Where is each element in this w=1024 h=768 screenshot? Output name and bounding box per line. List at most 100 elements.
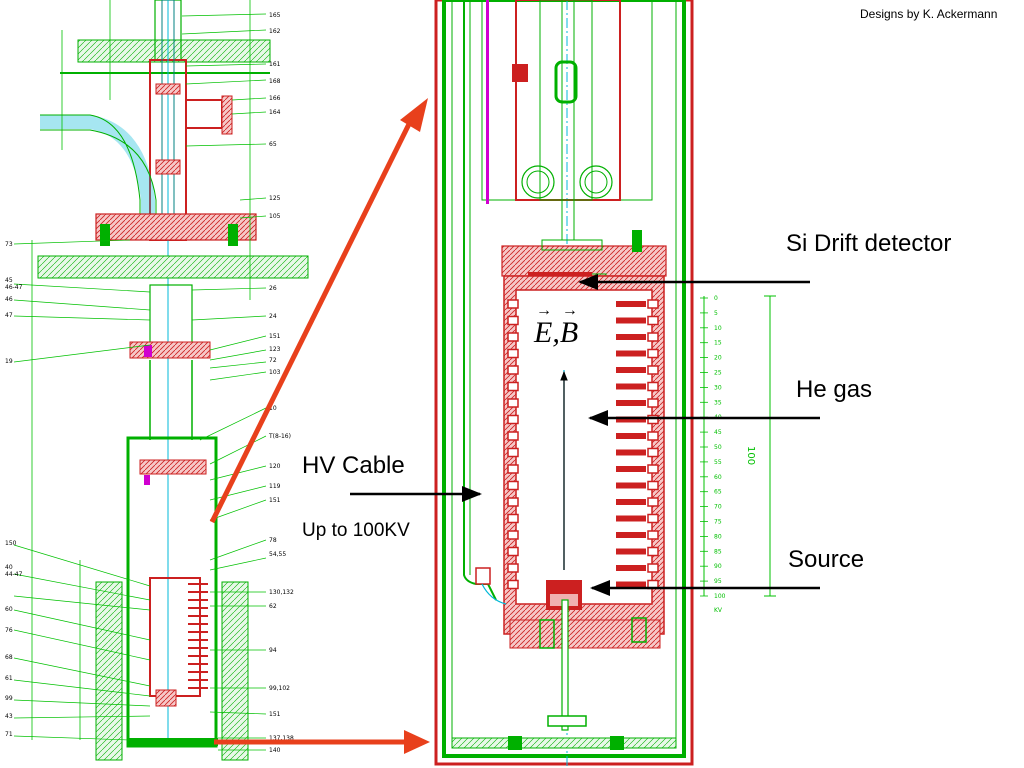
- divider-resistor: [616, 449, 646, 456]
- part-number-left: 19: [5, 358, 13, 365]
- part-number-left: 60: [5, 606, 13, 613]
- field-ring: [647, 414, 659, 425]
- field-ring: [647, 530, 659, 540]
- part-number-left: 150: [5, 540, 17, 547]
- part-number-right: 140: [269, 747, 281, 754]
- part-number-left: 43: [5, 713, 13, 720]
- divider-resistor: [616, 565, 646, 571]
- field-ring: [507, 546, 519, 557]
- part-number-right: 151: [269, 497, 281, 504]
- divider-resistor: [616, 317, 646, 324]
- field-ring: [507, 431, 519, 441]
- divider-resistor: [616, 532, 646, 538]
- part-number-right: 62: [269, 603, 277, 610]
- part-number-left: 46-47: [5, 284, 23, 291]
- scale-tick-label: 30: [714, 384, 722, 391]
- part-number-right: 165: [269, 12, 281, 19]
- field-ring: [647, 480, 659, 491]
- field-ring: [647, 381, 659, 392]
- part-number-right: 166: [269, 95, 281, 102]
- part-number-right: 119: [269, 483, 281, 490]
- part-number-right: 123: [269, 346, 281, 353]
- scale-tick-label: 20: [714, 355, 722, 362]
- scale-tick-label: 55: [714, 459, 722, 466]
- field-ring: [507, 398, 519, 408]
- divider-resistor: [616, 367, 646, 373]
- part-number-right: 130,132: [269, 589, 294, 596]
- vector-e: E: [534, 302, 552, 350]
- field-ring: [647, 563, 659, 573]
- part-number-right: 65: [269, 141, 277, 148]
- part-number-right: 26: [269, 285, 277, 292]
- divider-resistor: [616, 433, 646, 439]
- field-ring: [507, 480, 519, 491]
- part-number-left: 47: [5, 312, 13, 319]
- part-number-right: 99,102: [269, 685, 290, 692]
- part-number-right: 164: [269, 109, 281, 116]
- scale-tick-label: 95: [714, 578, 722, 585]
- field-ring: [647, 398, 659, 408]
- scale-tick-label: 60: [714, 474, 722, 481]
- scale-tick-label: 85: [714, 548, 722, 555]
- field-ring: [507, 464, 519, 474]
- part-number-left: 99: [5, 695, 13, 702]
- divider-resistor: [616, 499, 646, 505]
- field-ring: [507, 579, 519, 590]
- field-ring: [647, 513, 659, 524]
- part-number-right: 125: [269, 195, 281, 202]
- divider-resistor: [616, 383, 646, 390]
- field-rings: [507, 299, 659, 590]
- field-ring: [507, 348, 519, 359]
- field-ring: [647, 431, 659, 441]
- field-ring: [647, 332, 659, 342]
- zoom-arrow-top: [209, 116, 415, 524]
- zoom-arrows: [209, 98, 430, 754]
- label-hv-range: Up to 100KV: [302, 520, 410, 541]
- part-number-left: 45: [5, 277, 13, 284]
- field-ring: [647, 348, 659, 359]
- field-ring: [647, 447, 659, 458]
- field-ring: [647, 497, 659, 507]
- scale-tick-label: 0: [714, 295, 718, 302]
- part-number-right: T(8-16): [268, 433, 291, 440]
- part-number-right: 151: [269, 333, 281, 340]
- voltage-scale: 0510152025303540455055606570758085909510…: [700, 295, 726, 600]
- label-he-gas: He gas: [796, 376, 873, 403]
- overview-drawing: [13, 0, 309, 761]
- part-number-left: 40: [5, 564, 13, 571]
- field-ring: [507, 365, 519, 375]
- field-ring: [647, 464, 659, 474]
- part-number-left: 71: [5, 731, 13, 738]
- divider-resistor: [616, 482, 646, 489]
- divider-resistor: [616, 400, 646, 406]
- part-number-left: 73: [5, 241, 13, 248]
- label-si-drift-detector: Si Drift detector: [786, 230, 952, 257]
- part-number-right: 168: [269, 78, 281, 85]
- zoom-arrow-top-head: [400, 98, 428, 132]
- field-ring: [507, 381, 519, 392]
- zoom-arrow-bottom-head: [404, 730, 430, 754]
- field-ring: [507, 563, 519, 573]
- divider-resistor: [616, 548, 646, 555]
- divider-resistor: [616, 515, 646, 522]
- part-number-left: 46: [5, 296, 13, 303]
- part-number-right: 10: [269, 405, 277, 412]
- field-ring: [507, 447, 519, 458]
- label-hv-cable: HV Cable: [302, 452, 405, 479]
- scale-tick-label: 35: [714, 399, 722, 406]
- part-number-right: 151: [269, 711, 281, 718]
- field-ring: [647, 546, 659, 557]
- label-field-vectors: E,B: [534, 302, 578, 350]
- label-source: Source: [788, 546, 865, 573]
- scale-tick-label: 70: [714, 504, 722, 511]
- divider-resistor: [616, 334, 646, 340]
- field-ring: [647, 299, 659, 309]
- field-ring: [507, 332, 519, 342]
- field-ring: [507, 513, 519, 524]
- field-ring: [647, 315, 659, 326]
- scale-tick-label: 80: [714, 533, 722, 540]
- scale-tick-label: 90: [714, 563, 722, 570]
- scale-tick-label: 45: [714, 429, 722, 436]
